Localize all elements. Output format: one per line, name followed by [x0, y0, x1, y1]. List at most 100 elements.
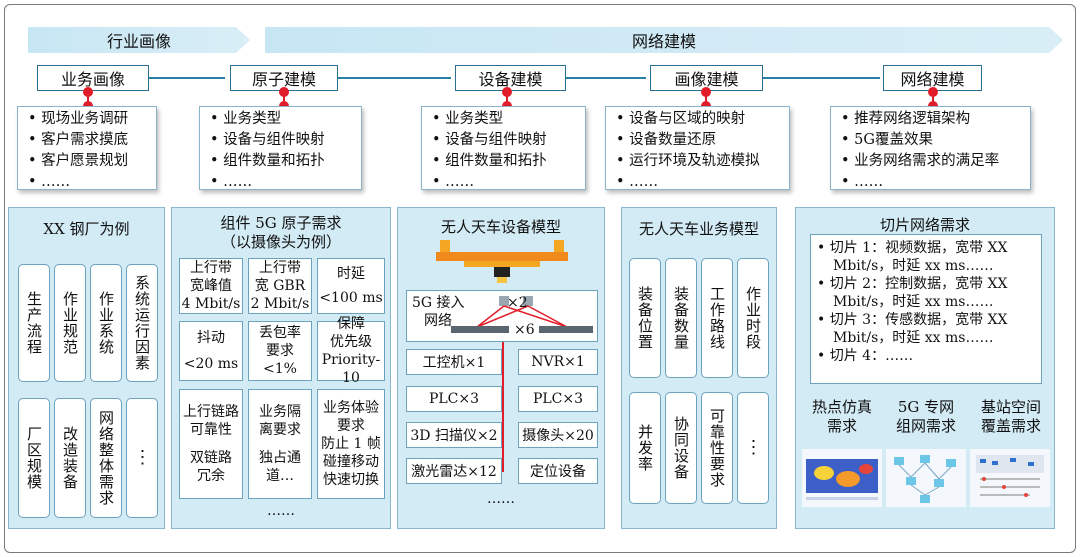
panel-title: 切片网络需求 — [879, 216, 970, 234]
bullet-item: • 设备与区域的映射 — [616, 111, 746, 127]
factor-cell: 厂区规模 — [18, 398, 50, 518]
panel-title: 组件 5G 原子需求 （以摄像头为例） — [172, 214, 390, 252]
bullet-item: • 客户需求摸底 — [28, 132, 129, 148]
bullet-item: • 设备与组件映射 — [210, 132, 325, 148]
stage-connector — [338, 77, 451, 79]
banner-industry-profile: 行业画像 — [28, 27, 250, 53]
connector-dot — [701, 87, 711, 97]
panel-title: 无人天车设备模型 — [440, 218, 561, 236]
stage-business-profile: 业务画像 — [37, 65, 149, 91]
heatmap-thumbnail — [802, 449, 882, 507]
bullet-item: • 现场业务调研 — [28, 111, 129, 127]
bullets-business-profile: • 现场业务调研 • 客户需求摸底 • 客户愿景规划 • …… — [17, 106, 157, 190]
factor-cell: 作业系统 — [90, 264, 122, 382]
bullet-item: • 客户愿景规划 — [28, 153, 129, 169]
connector-dot — [279, 87, 289, 97]
bullet-item: • …… — [28, 174, 71, 190]
bullet-item: • 运行环境及轨迹模拟 — [616, 153, 760, 169]
panel-title: XX 钢厂为例 — [43, 220, 130, 238]
bullet-item: • …… — [841, 174, 884, 190]
business-cell: 并发率 — [629, 392, 661, 504]
outer-frame — [4, 4, 1076, 553]
bullet-item: • 业务网络需求的满足率 — [841, 153, 1000, 169]
bullets-network-modeling: • 推荐网络逻辑架构 • 5G覆盖效果 • 业务网络需求的满足率 • …… — [830, 106, 1031, 190]
req-isolation: 业务隔离要求独占通道… — [248, 389, 312, 499]
bullet-item: • 业务类型 — [432, 111, 504, 127]
bullet-item: • 设备数量还原 — [616, 132, 717, 148]
device-3d-scanner: 3D 扫描仪×2 — [406, 422, 502, 448]
bullet-item: • 业务类型 — [210, 111, 282, 127]
req-packet-loss: 丢包率要求<1% — [248, 321, 312, 381]
access-network-box: 5G 接入网络 ×2 ×6 — [406, 290, 598, 342]
switch-count: ×6 — [514, 322, 535, 338]
connector-dot — [502, 87, 512, 97]
bullet-item: • …… — [210, 174, 253, 190]
connector-dot — [928, 87, 938, 97]
panel-crane-device-model: 无人天车设备模型 5G 接入网络 ×2 ×6 工控机×1 PLC×3 3D 扫描… — [397, 207, 605, 529]
req-latency: 时延<100 ms — [317, 258, 385, 314]
coverage-thumbnail — [970, 449, 1050, 507]
connector-dot — [83, 87, 93, 97]
private-network-thumbnail — [886, 449, 966, 507]
bullet-item: • 设备与组件映射 — [432, 132, 547, 148]
req-uplink-reliability: 上行链路可靠性双链路冗余 — [179, 389, 243, 499]
bullets-device-modeling: • 业务类型 • 设备与组件映射 • 组件数量和拓扑 • …… — [421, 106, 586, 190]
stage-connector — [149, 77, 225, 79]
panel-crane-business-model: 无人天车业务模型 装备位置 装备数量 工作路线 作业时段 并发率 协同设备 可靠… — [621, 207, 777, 529]
panel-title: 无人天车业务模型 — [638, 220, 759, 238]
router-count: ×2 — [507, 295, 528, 311]
sim-label-hotspot: 热点仿真需求 — [811, 398, 872, 435]
panel-title-line: 组件 5G 原子需求 — [220, 214, 342, 232]
device-lidar: 激光雷达×12 — [406, 458, 502, 484]
device-plc-right: PLC×3 — [518, 386, 598, 412]
more-ellipsis: …… — [267, 503, 295, 519]
req-jitter: 抖动<20 ms — [179, 321, 243, 381]
factor-cell: 作业规范 — [54, 264, 86, 382]
device-positioning: 定位设备 — [518, 458, 598, 484]
access-network-label: 5G 接入网络 — [412, 295, 465, 329]
business-cell: 协同设备 — [665, 392, 697, 504]
stage-connector — [566, 77, 646, 79]
factor-cell: 改造装备 — [54, 398, 86, 518]
network-topology-icon — [451, 296, 593, 333]
slice-item: • 切片 4：…… — [817, 348, 914, 364]
bullet-item: • 5G覆盖效果 — [841, 132, 933, 148]
factor-cell-more: ⋮ — [126, 398, 158, 518]
bullet-item: • …… — [616, 174, 659, 190]
device-plc: PLC×3 — [406, 386, 502, 412]
stage-connector — [763, 77, 880, 79]
device-bus-line — [502, 342, 504, 472]
business-cell: 装备数量 — [665, 258, 697, 378]
bullets-atomic-modeling: • 业务类型 • 设备与组件映射 • 组件数量和拓扑 • …… — [199, 106, 362, 190]
stage-network-modeling: 网络建模 — [883, 65, 982, 91]
device-nvr: NVR×1 — [518, 349, 598, 375]
bullet-item: • 组件数量和拓扑 — [432, 153, 547, 169]
sim-label-coverage: 基站空间覆盖需求 — [980, 398, 1041, 435]
panel-subtitle-line: （以摄像头为例） — [220, 233, 341, 251]
bullets-profile-modeling: • 设备与区域的映射 • 设备数量还原 • 运行环境及轨迹模拟 • …… — [605, 106, 790, 190]
factor-cell: 系统运行因素 — [126, 264, 158, 382]
bullet-item: • 推荐网络逻辑架构 — [841, 111, 971, 127]
business-cell-more: ⋮ — [737, 392, 769, 504]
more-ellipsis: …… — [487, 491, 515, 507]
business-cell: 装备位置 — [629, 258, 661, 378]
factor-cell: 网络整体需求 — [90, 398, 122, 518]
req-experience: 业务体验要求防止 1 帧碰撞移动快速切换 — [317, 389, 385, 499]
banner-network-modeling: 网络建模 — [265, 27, 1063, 53]
sim-label-private-network: 5G 专网组网需求 — [895, 398, 956, 435]
bullet-item: • …… — [432, 174, 475, 190]
business-cell: 工作路线 — [701, 258, 733, 378]
device-camera: 摄像头×20 — [518, 422, 598, 448]
bullet-item: • 组件数量和拓扑 — [210, 153, 325, 169]
stage-device-modeling: 设备建模 — [455, 65, 566, 91]
